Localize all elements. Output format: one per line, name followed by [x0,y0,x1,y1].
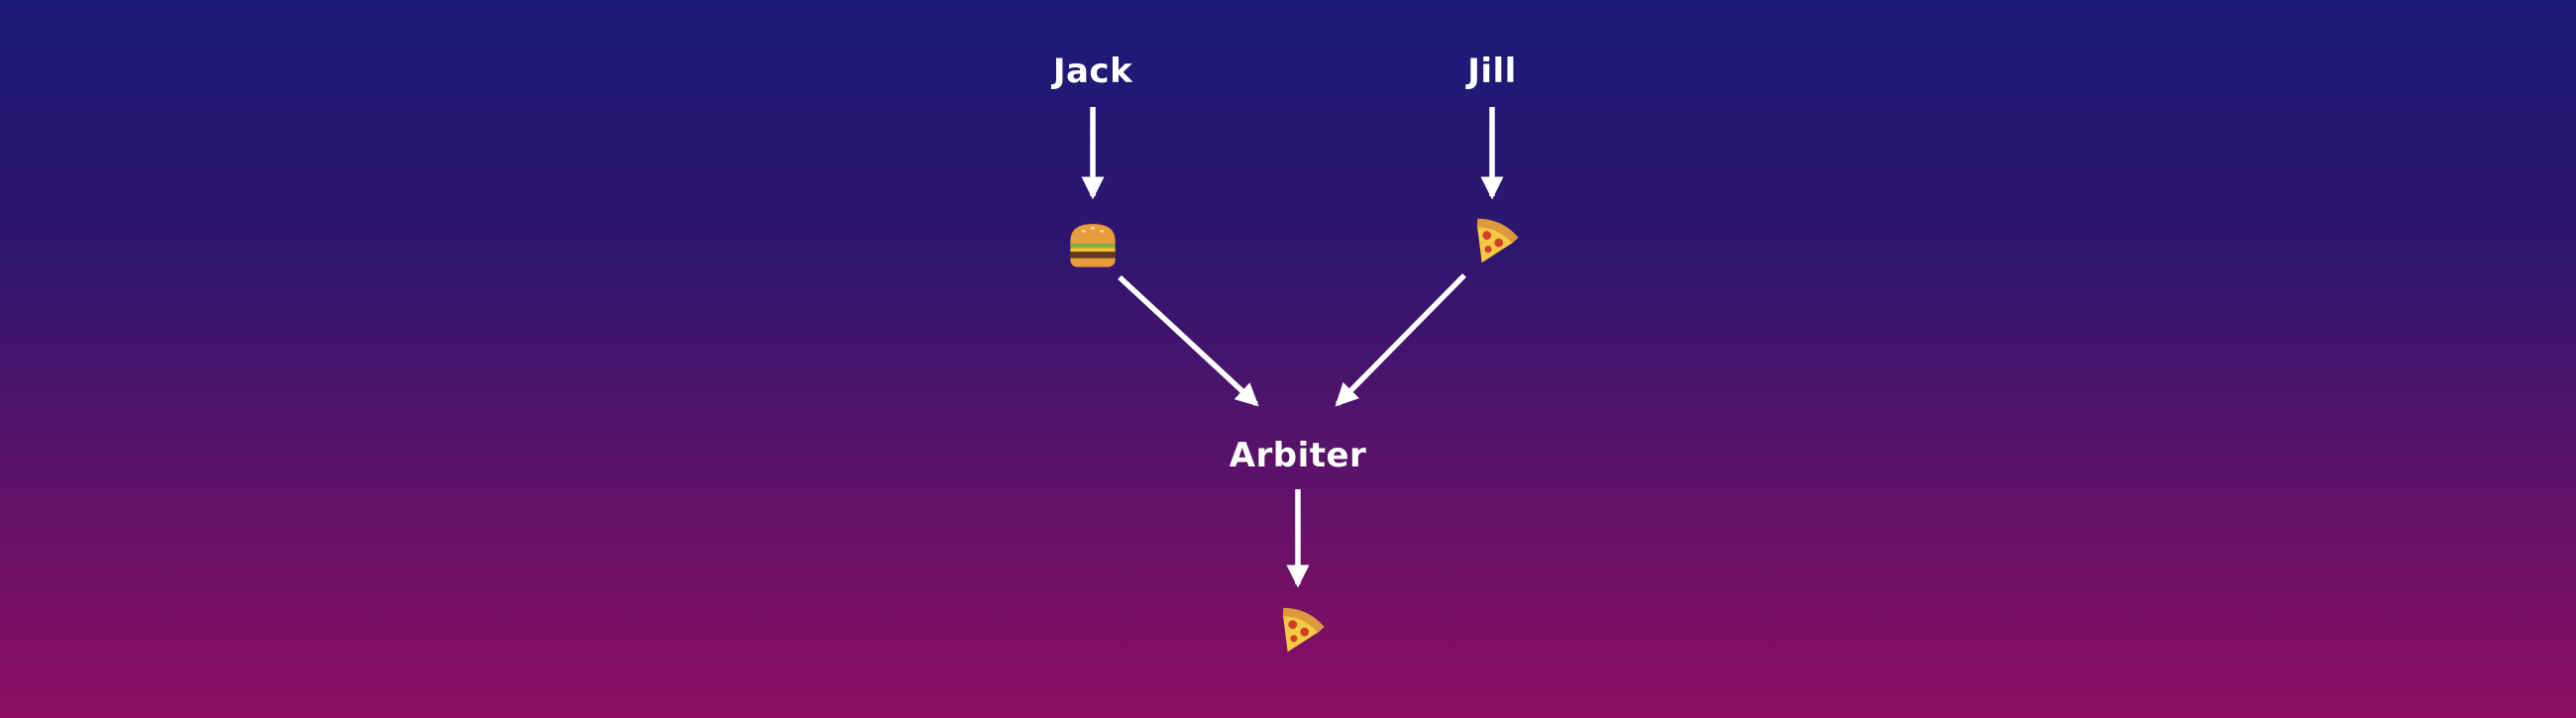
arrow-pizza-to-arbiter [1335,273,1466,407]
arrow-burger-to-arbiter [1118,274,1259,407]
node-jack-label: Jack [1052,51,1133,91]
pizza-icon-result [1270,602,1326,658]
node-arbiter-label: Arbiter [1229,436,1367,475]
burger-icon [1064,216,1122,273]
pizza-icon-jill [1464,213,1520,268]
node-jill-label: Jill [1467,51,1517,91]
